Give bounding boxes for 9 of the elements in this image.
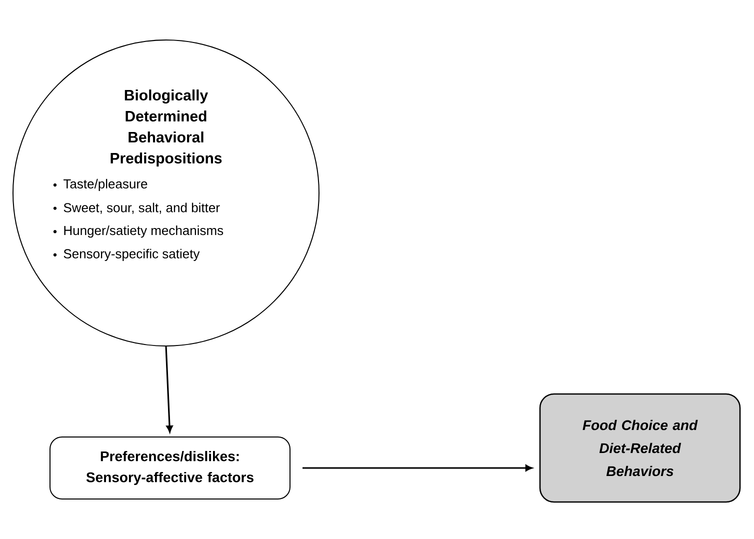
arrow [165, 346, 173, 432]
bullet-item: Hunger/satiety mechanisms [53, 226, 224, 238]
arrow [302, 464, 532, 472]
rounded-box: Food Choice and Diet-Related Behaviors [539, 393, 741, 503]
rounded-box: Preferences/dislikes: Sensory-affective factors [50, 436, 290, 500]
bullet-item: Sweet, sour, salt, and bitter [53, 202, 220, 214]
bullet-item: Sensory-specific satiety [53, 248, 200, 261]
heading: Biologically Determined Behavioral Predispositions [110, 90, 222, 166]
bullet-item: Taste/pleasure [53, 178, 148, 192]
